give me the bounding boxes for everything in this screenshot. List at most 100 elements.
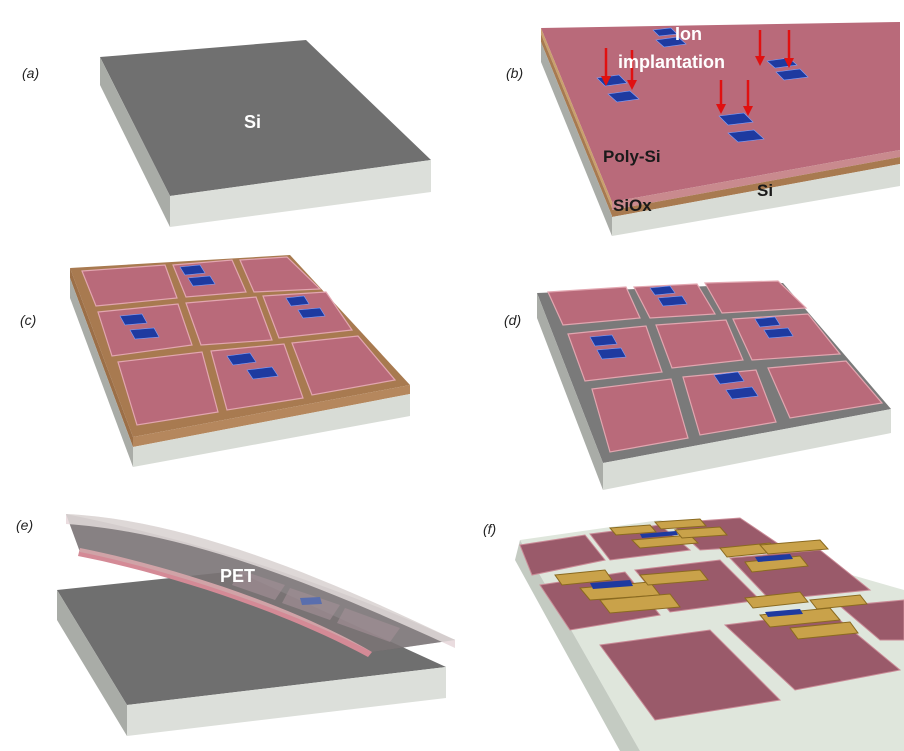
metal-electrode	[789, 621, 859, 640]
implant-region	[119, 313, 148, 326]
metal-electrode	[653, 518, 708, 530]
panel-a: (a) Si	[22, 40, 431, 227]
ion-label: Ion	[675, 24, 702, 44]
si-wafer-left-side	[57, 590, 127, 736]
implant-region	[226, 352, 257, 366]
metal-electrode	[630, 534, 700, 549]
implant-region	[187, 275, 216, 287]
implant-region	[713, 371, 745, 385]
polysi-island	[185, 296, 273, 346]
si-substrate-label: Si	[757, 181, 773, 200]
metal-electrode	[608, 524, 658, 536]
polysi-islands	[81, 256, 397, 426]
ion-arrow-head	[743, 106, 753, 116]
panel-e-tag: (e)	[16, 517, 33, 533]
panel-d: (d)	[504, 280, 891, 490]
implant-region	[297, 307, 326, 319]
ion-arrow-head	[755, 56, 765, 66]
siox-front-edge	[133, 385, 410, 447]
metal-electrode	[809, 594, 868, 610]
implant-region	[589, 334, 618, 347]
siox-label: SiOx	[613, 196, 652, 215]
polysi-front-edge	[612, 150, 900, 210]
implant-region	[725, 386, 759, 400]
panel-b: (b)	[506, 22, 900, 236]
pet-label: PET	[220, 566, 255, 586]
implant-region	[765, 609, 803, 617]
implant-region	[300, 597, 322, 605]
implant-region	[657, 295, 688, 307]
implant-region	[727, 129, 765, 143]
si-substrate-front	[603, 409, 891, 490]
polysi-island	[732, 313, 842, 361]
siox-layer-front	[612, 157, 900, 217]
ion-arrow-head	[716, 104, 726, 114]
implant-region	[590, 580, 633, 589]
implant-region	[596, 347, 627, 360]
metal-electrode	[758, 539, 830, 555]
polysi-islands	[547, 280, 884, 453]
panel-d-tag: (d)	[504, 312, 521, 328]
implant-region	[246, 366, 279, 380]
si-wafer-front-side	[170, 160, 431, 227]
implant-region	[775, 68, 809, 81]
implant-region	[755, 554, 793, 562]
implant-region	[649, 285, 676, 296]
polysi-island	[655, 319, 744, 369]
panel-f-tag: (f)	[483, 521, 496, 537]
metal-electrodes	[554, 518, 868, 640]
panel-c: (c)	[20, 255, 410, 467]
implanted-regions	[596, 27, 809, 143]
implant-region	[655, 36, 687, 48]
polysi-island	[547, 286, 641, 326]
si-wafer-front-side	[127, 667, 446, 736]
panel-b-tag: (b)	[506, 65, 523, 81]
polysi-island	[232, 570, 285, 600]
polysi-island	[117, 351, 219, 426]
polysi-island	[291, 335, 397, 396]
si-substrate-left	[537, 293, 603, 490]
polysi-island	[599, 629, 782, 721]
polysi-island	[239, 256, 322, 293]
polysi-island	[337, 608, 400, 642]
ion-arrow-head	[601, 76, 611, 86]
implant-region	[718, 112, 754, 126]
implant-region	[607, 90, 640, 103]
si-wafer-left-side	[100, 57, 170, 227]
si-substrate-left	[70, 278, 133, 467]
metal-electrode	[639, 569, 709, 586]
polysi-island	[838, 599, 904, 641]
ion-arrow-head	[784, 58, 794, 68]
implant-region	[754, 316, 781, 328]
metal-electrode	[599, 593, 681, 614]
ion-arrows	[601, 30, 794, 116]
polysi-island	[519, 534, 606, 576]
ion-arrow-head	[627, 80, 637, 90]
implant-region	[129, 327, 160, 340]
siox-left-edge	[541, 34, 612, 216]
polysi-island	[81, 264, 178, 307]
implant-region	[179, 264, 206, 276]
polysi-label: Poly-Si	[603, 147, 661, 166]
implant-region	[285, 295, 310, 307]
si-label: Si	[244, 112, 261, 132]
panel-c-tag: (c)	[20, 312, 36, 328]
implant-region	[640, 531, 678, 538]
implant-region	[652, 27, 678, 37]
implanted-regions	[589, 285, 794, 400]
implantation-label: implantation	[618, 52, 725, 72]
panel-a-tag: (a)	[22, 65, 39, 81]
si-substrate-left	[541, 42, 612, 236]
pet-film-top-edge	[66, 514, 455, 648]
implanted-regions	[119, 264, 326, 380]
si-wafer-top	[100, 40, 431, 196]
metal-electrode	[554, 569, 613, 586]
polysi-island	[703, 280, 808, 314]
metal-electrode	[759, 607, 841, 628]
implant-region	[763, 327, 794, 339]
si-substrate-front	[612, 164, 900, 236]
polysi-left-edge	[541, 28, 612, 208]
channel-regions	[590, 531, 803, 617]
panel-e: (e) PET	[16, 514, 455, 736]
